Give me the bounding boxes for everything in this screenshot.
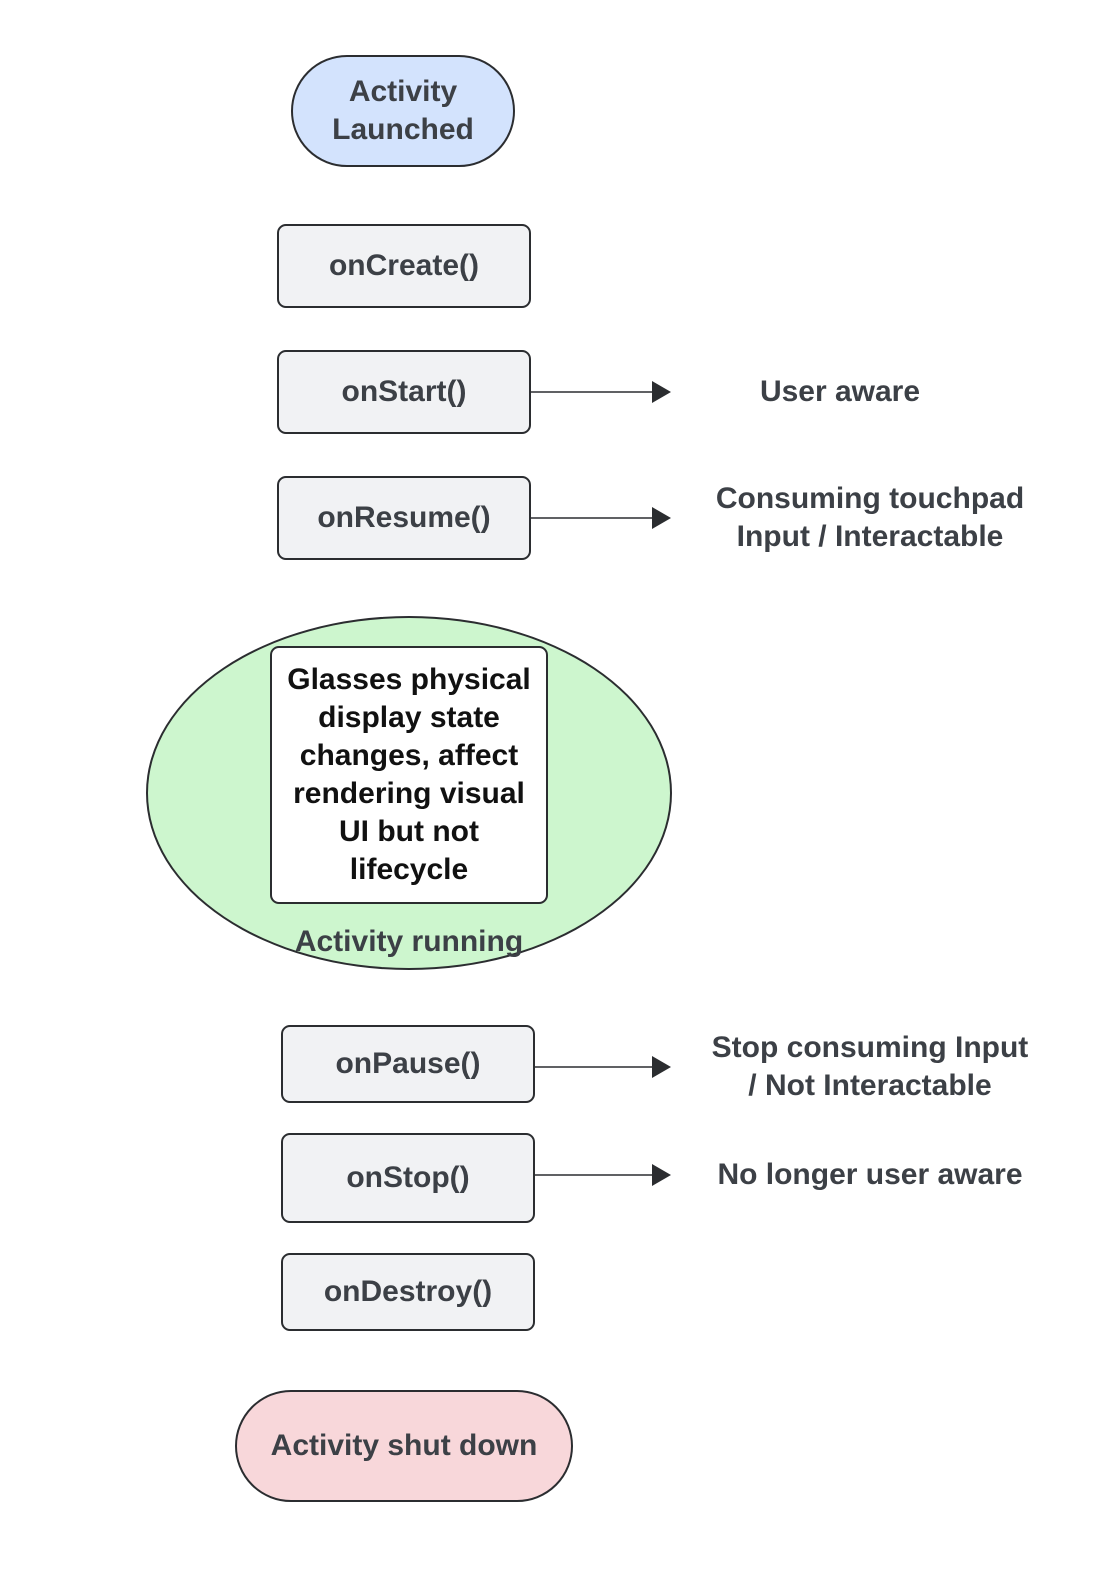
activity-running-label: Activity running [294, 925, 524, 958]
no-longer-user-aware-label: No longer user aware [717, 1158, 1023, 1191]
arrowhead-onresume [652, 507, 671, 529]
activity-shut-down-node: Activity shut down [235, 1390, 573, 1502]
user-aware-label: User aware [759, 375, 921, 408]
onstart-node: onStart() [277, 350, 531, 434]
stop-consuming-input-label: Stop consuming Input / Not Interactable [711, 1031, 1029, 1102]
oncreate-node: onCreate() [277, 224, 531, 308]
activity-launched-node: Activity Launched [291, 55, 515, 167]
ondestroy-node: onDestroy() [281, 1253, 535, 1331]
consuming-input-label: Consuming touchpad Input / Interactable [715, 482, 1025, 553]
display-state-note: Glasses physical display state changes, … [270, 646, 548, 904]
onresume-node: onResume() [277, 476, 531, 560]
onpause-node: onPause() [281, 1025, 535, 1103]
arrowhead-onstart [652, 381, 671, 403]
arrowhead-onpause [652, 1056, 671, 1078]
onstop-node: onStop() [281, 1133, 535, 1223]
arrowhead-onstop [652, 1164, 671, 1186]
